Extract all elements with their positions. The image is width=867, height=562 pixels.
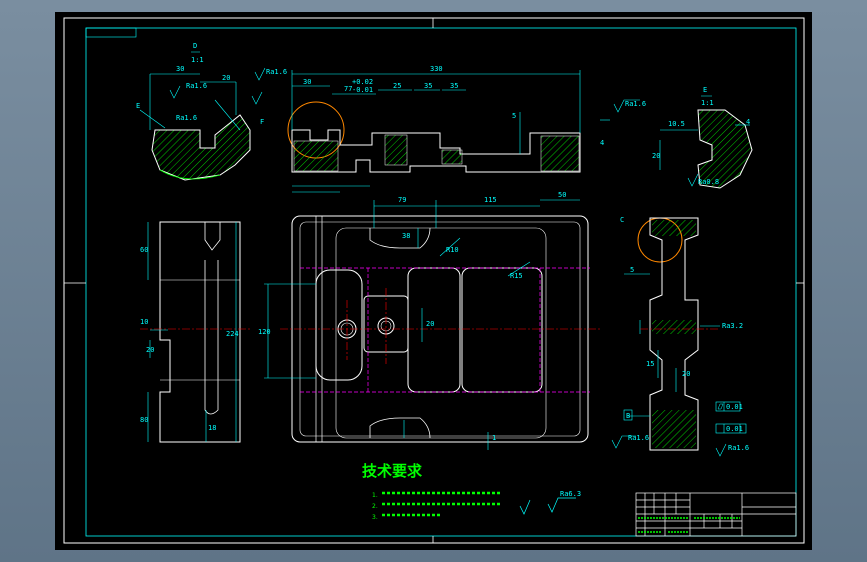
title-block-text	[638, 517, 740, 533]
tech-line-1: 1.	[372, 492, 378, 499]
detail-e-ra: Ra0.8	[698, 178, 719, 186]
left-dim-60: 60	[140, 246, 148, 254]
detail-d-label: D	[193, 42, 197, 50]
dim-35-b: 35	[450, 82, 458, 90]
dim-30: 30	[303, 78, 311, 86]
plan-center-lines	[280, 288, 600, 364]
dim-5: 5	[512, 112, 516, 120]
dim-330: 330	[430, 65, 443, 73]
right-dim-15: 15	[646, 360, 654, 368]
tech-line-3: 3.	[372, 514, 378, 521]
datum-b-box	[623, 409, 633, 421]
detail-e-label: E	[703, 86, 707, 94]
left-view-outline	[159, 221, 241, 443]
plan-dim-50: 50	[558, 191, 566, 199]
left-dim-80: 80	[140, 416, 148, 424]
front-hatch-2	[384, 134, 408, 166]
tech-line-2: 2.	[372, 503, 378, 510]
plan-dim-38: 38	[402, 232, 410, 240]
corner-label-box	[85, 27, 137, 38]
detail-d: D 1:1 30 20 E F Ra1.6 Ra1.6 Ra1.6	[136, 42, 287, 181]
tech-title: 技术要求	[362, 462, 423, 480]
detail-d-ref-f: F	[260, 118, 264, 126]
detail-d-ra-a: Ra1.6	[186, 82, 207, 90]
front-view-outline	[291, 129, 581, 173]
right-ref-c: C	[620, 216, 624, 224]
plan-dim-115: 115	[484, 196, 497, 204]
right-view-outline	[649, 217, 699, 451]
right-ra-c: Ra1.6	[628, 434, 649, 442]
dim-4: 4	[600, 139, 604, 147]
detail-d-ref-e: E	[136, 102, 140, 110]
plan-dim-20: 20	[426, 320, 434, 328]
detail-e-outline	[697, 109, 753, 189]
datum-b: B	[626, 412, 630, 420]
frame-center-marks	[64, 18, 804, 543]
roughness-symbol-front	[613, 99, 640, 113]
drawing-sheet	[55, 12, 812, 550]
right-dim-20: 20	[682, 370, 690, 378]
front-dimensions	[291, 70, 610, 193]
plan-slot-left	[315, 269, 363, 381]
front-hatch-1	[293, 140, 339, 172]
detail-e-dim-10: 10.5	[668, 120, 685, 128]
detail-e-scale: 1:1	[701, 99, 714, 107]
front-view: 330 30 77 +0.02 -0.01 25 35 35 5 4 Ra1.6	[287, 65, 646, 193]
detail-e-dim-20: 20	[652, 152, 660, 160]
front-hatch-4	[540, 135, 580, 172]
plan-dim-120: 120	[258, 328, 271, 336]
plan-r10: R10	[446, 246, 459, 254]
dim-25: 25	[393, 82, 401, 90]
tol-parallel: 0.01	[726, 425, 743, 433]
plan-dim-1: 1	[492, 434, 496, 442]
left-dimensions	[147, 222, 237, 442]
detail-d-dim-30: 30	[176, 65, 184, 73]
tol-lower: -0.01	[352, 86, 373, 94]
detail-d-outline	[151, 114, 251, 181]
inner-frame	[85, 27, 797, 537]
left-dim-10: 10	[140, 318, 148, 326]
outer-frame	[63, 17, 805, 544]
left-dim-224: 224	[226, 330, 239, 338]
plan-r15: R15	[510, 272, 523, 280]
front-hatch-3	[441, 149, 463, 165]
dim-77: 77	[344, 85, 352, 93]
detail-d-scale: 1:1	[191, 56, 204, 64]
right-dim-5: 5	[630, 266, 634, 274]
parallel-frame	[715, 423, 747, 434]
tol-flatness: 0.01	[726, 403, 743, 411]
title-block	[635, 492, 797, 537]
left-view	[159, 221, 241, 443]
plan-dimensions	[264, 199, 580, 450]
tol-upper: +0.02	[352, 78, 373, 86]
detail-d-ra-c: Ra1.6	[176, 114, 197, 122]
tech-roughness: Ra6.3	[560, 490, 581, 498]
right-view: C 5 15 20 Ra3.2 B 0.01 0.01 Ra1.6 Ra1.6	[611, 216, 749, 457]
flatness-frame	[715, 401, 741, 412]
roughness-front: Ra1.6	[625, 100, 646, 108]
right-ra-b: Ra1.6	[728, 444, 749, 452]
plan-dim-79: 79	[398, 196, 406, 204]
detail-d-ra-b: Ra1.6	[266, 68, 287, 76]
detail-e-dim-4: 4	[746, 118, 750, 126]
left-dim-18: 18	[208, 424, 216, 432]
dim-35-a: 35	[424, 82, 432, 90]
right-ra-a: Ra3.2	[722, 322, 743, 330]
plan-hidden-lines	[300, 267, 590, 393]
detail-e: E 1:1 10.5 20 4 Ra0.8	[652, 86, 753, 189]
left-dim-20: 20	[146, 346, 154, 354]
technical-requirements: 技术要求 1. 2. 3. Ra6.3	[362, 462, 581, 521]
detail-d-dim-20: 20	[222, 74, 230, 82]
